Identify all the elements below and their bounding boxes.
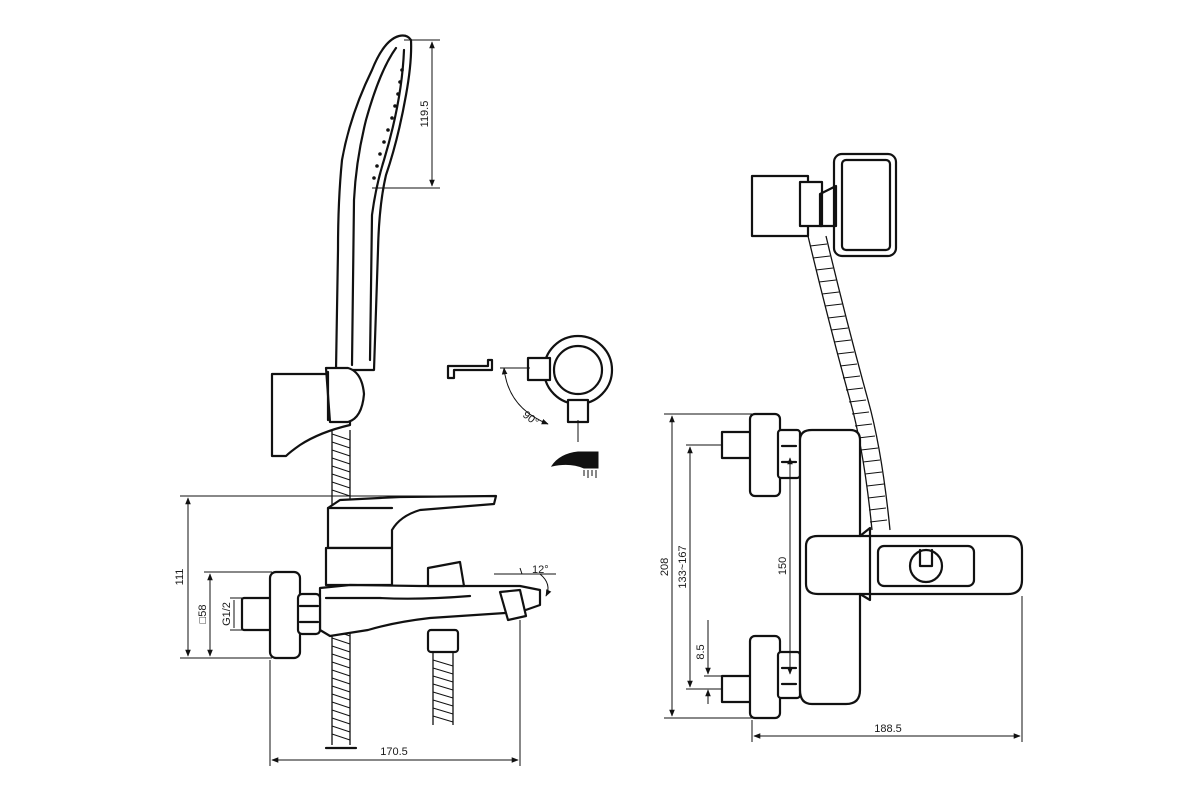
dim-label-12-deg: 12°	[532, 564, 549, 576]
dim-label-111: 111	[174, 569, 186, 586]
dim-label-150: 150	[777, 557, 789, 575]
inlet-lower	[720, 634, 802, 720]
spray-icon	[550, 451, 599, 478]
dim-connection-range: 133~167	[677, 444, 722, 690]
inlet-upper	[720, 412, 802, 498]
shower-holder	[270, 366, 366, 458]
dim-spout-angle: 12°	[494, 564, 556, 597]
dim-square: □58	[197, 571, 272, 657]
dim-offset: 8.5	[695, 620, 722, 704]
outlet-hose	[426, 628, 460, 725]
dim-label-188-5: 188.5	[874, 723, 902, 735]
dim-width-front: 188.5	[751, 596, 1023, 742]
wall-bracket	[750, 152, 898, 258]
spray-nozzles	[372, 68, 404, 180]
dim-label-8-5: 8.5	[695, 644, 707, 659]
hand-shower	[334, 34, 413, 372]
dim-label-thread: G1/2	[221, 602, 233, 626]
dim-height-front: 208	[659, 413, 752, 719]
dim-width-side: 170.5	[269, 620, 521, 766]
mixer-body	[318, 546, 542, 638]
mixer-lever	[326, 494, 498, 550]
front-hose	[807, 235, 891, 531]
dim-label-133-167: 133~167	[677, 545, 689, 588]
dim-label-119-5: 119.5	[419, 101, 431, 128]
dim-center-distance: 150	[777, 457, 793, 675]
dim-thread: G1/2	[221, 597, 242, 631]
dim-label-90-deg: 90°	[520, 409, 541, 429]
dim-label-170-5: 170.5	[380, 746, 408, 758]
mixer-body-front	[798, 428, 1024, 706]
dim-label-208: 208	[659, 558, 671, 576]
dim-height-total: 111	[174, 495, 496, 659]
dim-handshower-length: 119.5	[372, 39, 440, 189]
side-view: 119.5 111 □58 G1/2 12°	[174, 34, 556, 766]
rotation-detail: 90°	[446, 334, 614, 478]
wall-connection	[240, 570, 322, 660]
dim-label-square-58: □58	[197, 605, 209, 624]
front-view: 208 133~167 8.5 150 188.5	[659, 152, 1024, 742]
